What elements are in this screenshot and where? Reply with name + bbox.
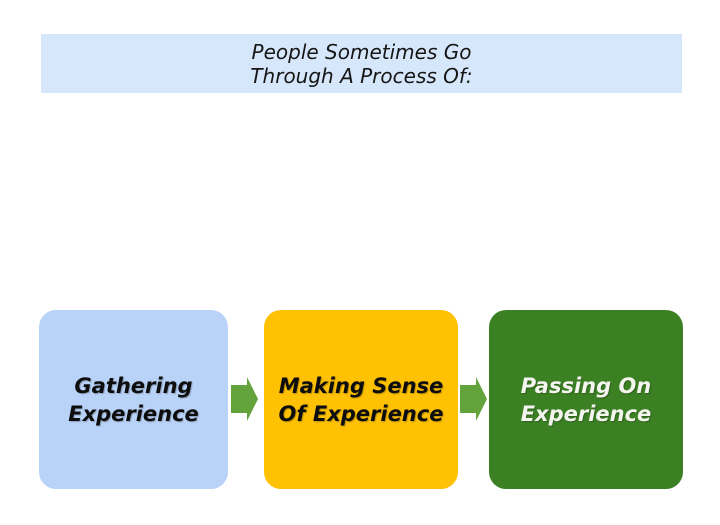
- process-steps-row: Gathering Experience Making Sense Of Exp…: [0, 310, 720, 489]
- step-label-line: Experience: [520, 401, 652, 426]
- step-label-line: Making Sense: [278, 373, 444, 398]
- arrow-right-shape: [460, 377, 487, 421]
- step-label-line: Gathering: [74, 373, 193, 398]
- title-line-2: Through A Process Of:: [250, 63, 473, 88]
- arrow-right-icon: [460, 377, 487, 421]
- step-label-line: Passing On: [520, 373, 652, 398]
- step-making-sense-of-experience: Making Sense Of Experience: [264, 310, 458, 489]
- title-banner: People Sometimes Go Through A Process Of…: [41, 34, 682, 93]
- step-gathering-experience: Gathering Experience: [39, 310, 228, 489]
- step-label-line: Experience: [68, 401, 199, 426]
- arrow-right-shape: [231, 377, 258, 421]
- step-passing-on-experience: Passing On Experience: [489, 310, 683, 489]
- step-label-line: Of Experience: [278, 401, 444, 426]
- title-line-1: People Sometimes Go: [251, 39, 472, 64]
- arrow-right-icon: [231, 377, 258, 421]
